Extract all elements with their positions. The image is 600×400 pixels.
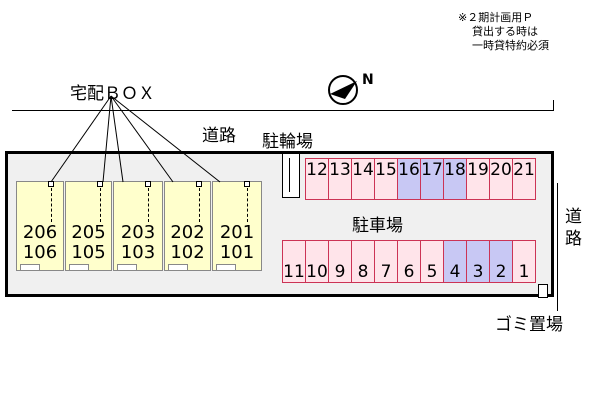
delivery-box-marker xyxy=(145,181,151,187)
parking-stall-number: 3 xyxy=(472,262,484,282)
parking-stall: 9 xyxy=(328,240,352,283)
parking-stall-number: 14 xyxy=(352,160,374,180)
unit-entrance xyxy=(69,264,89,271)
unit-entrance xyxy=(216,264,236,271)
unit-divider xyxy=(199,188,200,222)
unit-entrance xyxy=(20,264,40,271)
unit-lower-number: 103 xyxy=(120,242,156,263)
parking-stall-number: 8 xyxy=(357,262,369,282)
road-line-right xyxy=(557,183,558,311)
note-line-3: 一時貸特約必須 xyxy=(472,39,549,52)
unit-divider xyxy=(51,188,52,222)
unit-divider xyxy=(100,188,101,222)
parking-stall: 19 xyxy=(466,158,490,200)
parking-stall-number: 2 xyxy=(495,262,507,282)
unit-upper-number: 202 xyxy=(170,222,205,243)
parking-stall: 14 xyxy=(351,158,375,200)
road-label-right: 道 路 xyxy=(565,207,582,249)
parking-stall-number: 7 xyxy=(380,262,392,282)
unit-upper-number: 206 xyxy=(22,222,58,243)
unit-lower-number: 102 xyxy=(170,242,205,263)
unit-entrance xyxy=(117,264,137,271)
parking-stall-number: 19 xyxy=(467,160,489,180)
road-label-top: 道路 xyxy=(202,126,236,146)
parking-stall: 7 xyxy=(374,240,398,283)
compass-north-label: N xyxy=(362,72,374,88)
parking-stall-number: 11 xyxy=(283,262,305,282)
parking-stall-number: 17 xyxy=(421,160,443,180)
parking-stall-number: 9 xyxy=(334,262,346,282)
parking-stall-number: 20 xyxy=(490,160,512,180)
delivery-box-marker xyxy=(244,181,250,187)
note-line-2: 貸出する時は xyxy=(472,25,538,38)
unit-divider xyxy=(247,188,248,222)
unit-divider xyxy=(148,188,149,222)
bicycle-parking-area xyxy=(282,153,300,198)
compass-icon xyxy=(326,72,376,108)
note-line-1: ※２期計画用Ｐ xyxy=(458,11,534,24)
parking-stall-number: 18 xyxy=(444,160,466,180)
parking-stall: 6 xyxy=(397,240,421,283)
parking-stall-number: 10 xyxy=(306,262,328,282)
parking-stall: 20 xyxy=(489,158,513,200)
parking-stall: 10 xyxy=(305,240,329,283)
parking-stall: 16 xyxy=(397,158,421,200)
parking-stall-number: 1 xyxy=(518,262,530,282)
parking-stall: 4 xyxy=(443,240,467,283)
delivery-box-label: 宅配ＢＯＸ xyxy=(70,84,155,104)
parking-stall: 12 xyxy=(305,158,329,200)
unit-lower-number: 106 xyxy=(22,242,58,263)
parking-stall-number: 15 xyxy=(375,160,397,180)
bicycle-parking-label: 駐輪場 xyxy=(262,132,313,152)
unit-entrance xyxy=(168,264,188,271)
road-line xyxy=(12,110,554,111)
parking-stall: 15 xyxy=(374,158,398,200)
car-parking-label: 駐車場 xyxy=(352,216,403,236)
parking-stall: 1 xyxy=(512,240,536,283)
parking-stall-number: 13 xyxy=(329,160,351,180)
unit-upper-number: 203 xyxy=(120,222,156,243)
parking-stall: 3 xyxy=(466,240,490,283)
parking-stall: 5 xyxy=(420,240,444,283)
delivery-box-marker xyxy=(196,181,202,187)
unit-lower-number: 101 xyxy=(219,242,255,263)
parking-stall: 11 xyxy=(282,240,306,283)
parking-stall: 2 xyxy=(489,240,513,283)
unit-lower-number: 105 xyxy=(71,242,106,263)
parking-stall-number: 4 xyxy=(449,262,461,282)
parking-stall-number: 12 xyxy=(306,160,328,180)
unit-upper-number: 201 xyxy=(219,222,255,243)
unit-upper-number: 205 xyxy=(71,222,106,243)
road-line-end xyxy=(553,100,554,110)
parking-stall: 8 xyxy=(351,240,375,283)
parking-stall-number: 6 xyxy=(403,262,415,282)
parking-stall: 17 xyxy=(420,158,444,200)
parking-stall-number: 5 xyxy=(426,262,438,282)
parking-stall-number: 21 xyxy=(513,160,535,180)
garbage-label: ゴミ置場 xyxy=(495,315,563,335)
parking-stall: 21 xyxy=(512,158,536,200)
parking-stall-number: 16 xyxy=(398,160,420,180)
delivery-box-marker xyxy=(97,181,103,187)
parking-stall: 18 xyxy=(443,158,467,200)
parking-stall: 13 xyxy=(328,158,352,200)
garbage-area xyxy=(538,284,548,298)
